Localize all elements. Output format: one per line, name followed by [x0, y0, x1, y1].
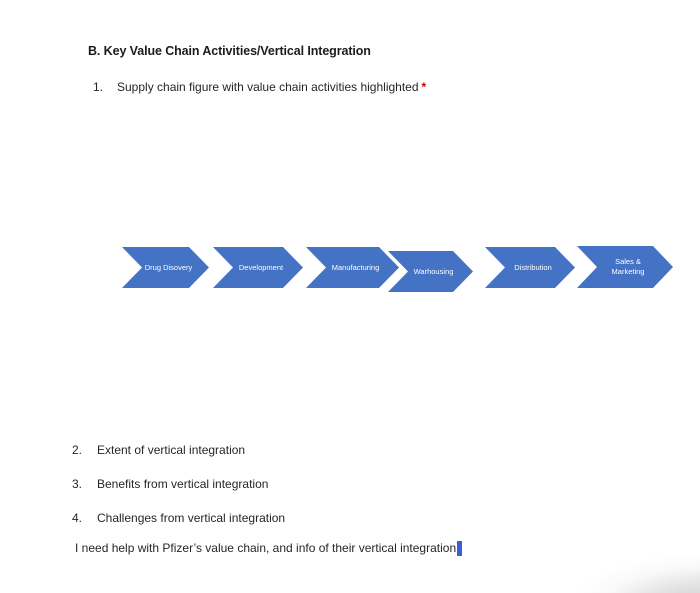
required-asterisk: * — [421, 80, 427, 94]
list-item-text: Supply chain figure with value chain act… — [117, 80, 419, 94]
list-item-text: Benefits from vertical integration — [97, 477, 269, 491]
list-number: 1. — [93, 80, 104, 94]
list-number: 3. — [72, 477, 83, 491]
chevron-development: Development — [213, 247, 303, 288]
typed-text-line[interactable]: I need help with Pfizer’s value chain, a… — [75, 540, 463, 556]
chevron-sales-marketing: Sales & Marketing — [577, 246, 673, 288]
list-number: 4. — [72, 511, 83, 525]
chevron-drug-discovery: Drug Disovery — [122, 247, 209, 288]
section-heading: B. Key Value Chain Activities/Vertical I… — [88, 44, 371, 58]
chevron-label: Manufacturing — [331, 262, 380, 272]
chevron-label: Warhousing — [413, 266, 454, 276]
list-item-text: Challenges from vertical integration — [97, 511, 286, 525]
page-curl-shadow — [550, 543, 700, 593]
chevron-distribution: Distribution — [485, 247, 575, 288]
list-item-3: 3. Benefits from vertical integration — [72, 477, 268, 491]
text-cursor-caret — [457, 541, 463, 556]
chevron-label: Development — [238, 262, 284, 272]
chevron-manufacturing: Manufacturing — [306, 247, 399, 288]
list-item-text: Extent of vertical integration — [97, 443, 246, 457]
typed-text: I need help with Pfizer’s value chain, a… — [75, 541, 457, 555]
list-item-1: 1. Supply chain figure with value chain a… — [93, 80, 426, 94]
chevron-label: Sales & Marketing — [611, 257, 645, 276]
chevron-label: Distribution — [514, 262, 552, 272]
chevron-label: Drug Disovery — [144, 262, 193, 272]
chevron-warehousing: Warhousing — [388, 251, 473, 292]
list-item-4: 4. Challenges from vertical integration — [72, 511, 285, 525]
list-number: 2. — [72, 443, 83, 457]
list-item-2: 2. Extent of vertical integration — [72, 443, 245, 457]
